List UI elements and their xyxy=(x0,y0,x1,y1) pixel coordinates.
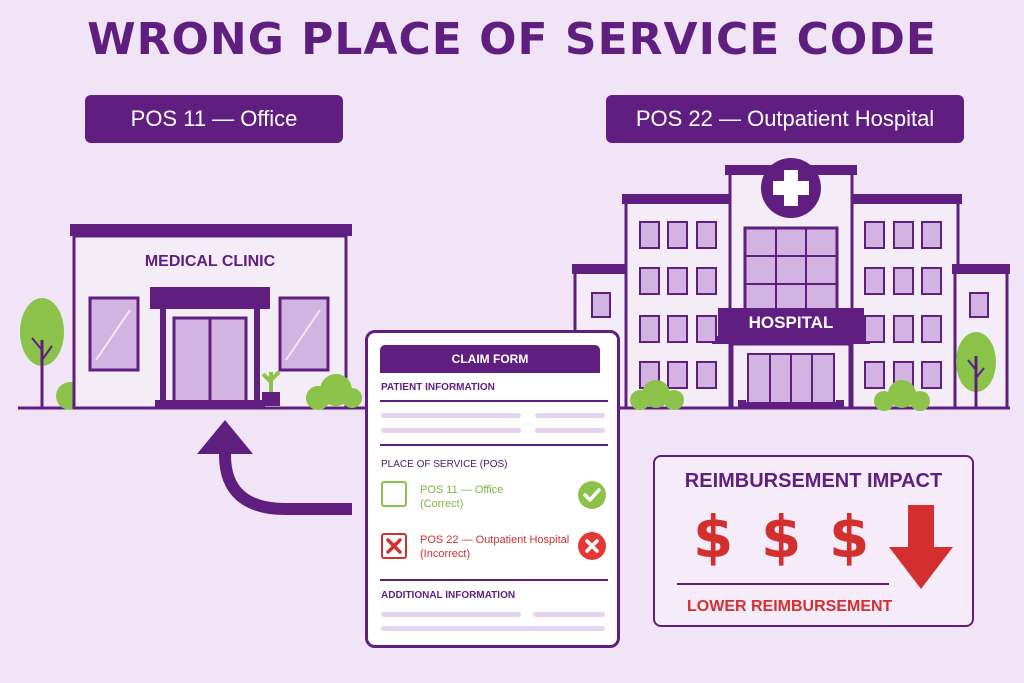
additional-info-label: ADDITIONAL INFORMATION xyxy=(381,590,516,601)
placeholder-line xyxy=(381,413,521,418)
hospital-window xyxy=(893,315,914,343)
pos-11-option: POS 11 — Office (Correct) xyxy=(420,483,503,511)
hospital-window xyxy=(921,221,942,249)
bush-icon xyxy=(874,380,930,411)
hospital-sign: HOSPITAL xyxy=(748,313,834,332)
hospital-window xyxy=(639,315,660,343)
hospital-window xyxy=(696,361,717,389)
hospital-window xyxy=(667,361,688,389)
error-icon xyxy=(578,532,606,560)
hospital-window xyxy=(639,221,660,249)
divider xyxy=(380,579,608,581)
reimbursement-impact-box: REIMBURSEMENT IMPACT $ $ $ LOWER REIMBUR… xyxy=(653,455,974,627)
impact-subtitle: LOWER REIMBURSEMENT xyxy=(687,598,893,615)
hospital-window xyxy=(921,267,942,295)
pos-22-checkbox[interactable] xyxy=(381,533,407,559)
hospital-window xyxy=(864,267,885,295)
dollar-icon: $ xyxy=(693,503,734,571)
claim-form-header: CLAIM FORM xyxy=(380,345,600,373)
hospital-window xyxy=(667,315,688,343)
checkmark-icon xyxy=(578,481,606,509)
hospital-window xyxy=(696,221,717,249)
patient-info-label: PATIENT INFORMATION xyxy=(381,382,495,393)
hospital-window xyxy=(921,315,942,343)
claim-form: CLAIM FORM PATIENT INFORMATION PLACE OF … xyxy=(365,330,620,648)
pos-11-option-line2: (Correct) xyxy=(420,498,464,510)
down-arrow-icon xyxy=(889,505,953,589)
hospital-window xyxy=(864,361,885,389)
pos-11-option-line1: POS 11 — Office xyxy=(420,484,504,496)
hospital-window xyxy=(696,267,717,295)
divider xyxy=(380,400,608,402)
pos-11-checkbox[interactable] xyxy=(381,481,407,507)
hospital-window xyxy=(893,267,914,295)
pos-11-label: POS 11 — Office xyxy=(85,95,343,143)
clinic-sign: MEDICAL CLINIC xyxy=(144,253,276,270)
placeholder-line xyxy=(381,428,521,433)
placeholder-line xyxy=(535,428,605,433)
page-title: WRONG PLACE OF SERVICE CODE xyxy=(87,14,937,65)
tree-left-icon xyxy=(20,298,64,408)
pos-section-label: PLACE OF SERVICE (POS) xyxy=(381,459,508,470)
hospital-window xyxy=(667,267,688,295)
pos-22-label: POS 22 — Outpatient Hospital xyxy=(606,95,964,143)
placeholder-line xyxy=(381,612,521,617)
dollar-icon: $ xyxy=(829,503,870,571)
placeholder-line xyxy=(535,413,605,418)
bush-icon xyxy=(306,374,362,410)
impact-title: REIMBURSEMENT IMPACT xyxy=(684,470,943,492)
pos-22-option-line1: POS 22 — Outpatient Hospital xyxy=(420,534,570,546)
medical-cross-icon xyxy=(761,158,821,218)
hospital-window xyxy=(864,221,885,249)
divider xyxy=(380,444,608,446)
pos-22-option-line2: (Incorrect) xyxy=(420,548,471,560)
placeholder-line xyxy=(533,612,605,617)
pos-22-option: POS 22 — Outpatient Hospital (Incorrect) xyxy=(420,533,569,561)
impact-divider xyxy=(677,583,889,585)
x-mark-icon xyxy=(386,538,402,554)
hospital-window xyxy=(893,221,914,249)
hospital-window xyxy=(667,221,688,249)
hospital-window xyxy=(864,315,885,343)
dollar-icon: $ xyxy=(761,503,802,571)
medical-clinic-building xyxy=(70,224,352,410)
bush-icon xyxy=(630,380,684,410)
curved-arrow-icon xyxy=(197,420,352,515)
hospital-window xyxy=(921,361,942,389)
hospital-window xyxy=(696,315,717,343)
hospital-window xyxy=(639,267,660,295)
tree-right-icon xyxy=(956,332,996,408)
placeholder-line xyxy=(381,626,605,631)
